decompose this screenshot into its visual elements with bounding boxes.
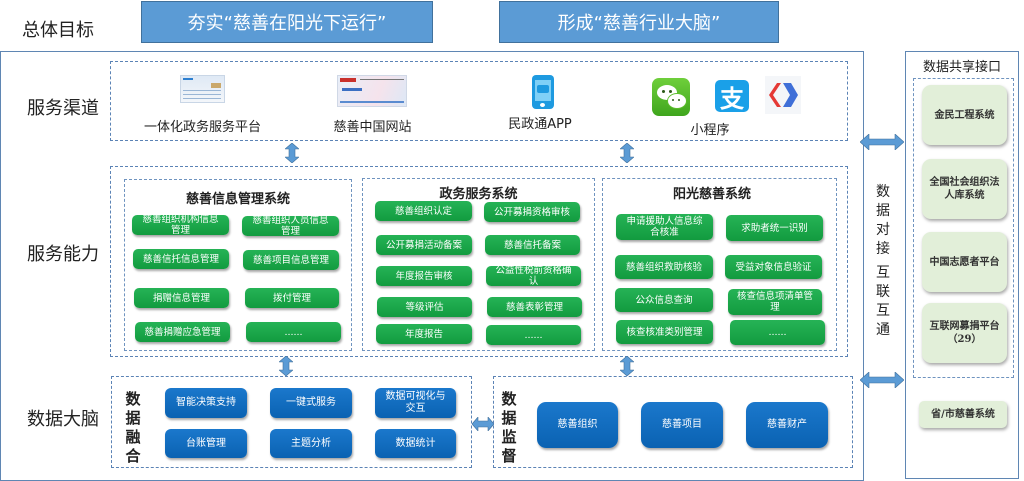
website-screenshot-icon bbox=[337, 75, 407, 107]
system-item[interactable]: 慈善组织人员信息管理 bbox=[242, 215, 339, 237]
system-item[interactable]: 慈善组织救助核验 bbox=[615, 255, 713, 279]
system-item[interactable]: 慈善表彰管理 bbox=[487, 297, 582, 317]
data-supervision-box bbox=[493, 376, 853, 468]
system-panel-sunshine-charity bbox=[602, 178, 837, 351]
system-item[interactable]: 慈善捐赠应急管理 bbox=[135, 322, 230, 342]
row-label-channels: 服务渠道 bbox=[27, 98, 99, 119]
system-panel-charity-info bbox=[124, 179, 352, 351]
mobile-app-icon bbox=[532, 75, 554, 109]
system-item[interactable]: 等级评估 bbox=[377, 297, 472, 317]
system-item[interactable]: 捐赠信息管理 bbox=[134, 288, 229, 308]
system-title: 阳光慈善系统 bbox=[672, 187, 751, 202]
data-supervision-title: 数据监督 bbox=[501, 390, 517, 465]
sharing-item[interactable]: 金民工程系统 bbox=[922, 85, 1007, 145]
system-item[interactable]: 公开募捐资格审核 bbox=[484, 202, 580, 222]
alipay-icon: 支 bbox=[715, 80, 749, 113]
supervision-item[interactable]: 慈善财产 bbox=[746, 402, 828, 448]
supervision-item[interactable]: 慈善项目 bbox=[641, 402, 723, 448]
sharing-item[interactable]: 全国社会组织法人库系统 bbox=[922, 159, 1007, 219]
goal-box-1: 夯实“慈善在阳光下运行” bbox=[141, 1, 433, 43]
system-item[interactable]: 慈善信托备案 bbox=[485, 235, 580, 255]
goal-box-2: 形成“慈善行业大脑” bbox=[499, 1, 779, 43]
sharing-title: 数据共享接口 bbox=[922, 60, 1001, 75]
system-item[interactable]: 受益对象信息验证 bbox=[725, 255, 822, 279]
double-arrow-vertical-icon bbox=[620, 356, 634, 376]
system-item[interactable]: 申请援助人信息综合核准 bbox=[616, 214, 713, 240]
system-item[interactable]: 核查核准类别管理 bbox=[616, 320, 713, 344]
header-label: 总体目标 bbox=[22, 20, 94, 41]
channel-label-app[interactable]: 民政通APP bbox=[508, 117, 572, 132]
system-item[interactable]: 拨付管理 bbox=[245, 288, 339, 308]
system-item[interactable]: 慈善项目信息管理 bbox=[243, 250, 339, 270]
sharing-item[interactable]: 互联网募捐平台（29） bbox=[922, 303, 1007, 363]
system-panel-government-service bbox=[362, 178, 595, 351]
system-item[interactable]: ...... bbox=[730, 320, 825, 345]
system-item[interactable]: 年度报告 bbox=[376, 324, 472, 344]
row-label-capability: 服务能力 bbox=[27, 244, 99, 265]
channel-label-portal[interactable]: 一体化政务服务平台 bbox=[143, 120, 261, 135]
data-fusion-title: 数据融合 bbox=[125, 390, 141, 465]
system-item[interactable]: 公开募捐活动备案 bbox=[376, 235, 472, 255]
connector-text: 数据对接 bbox=[876, 184, 890, 257]
system-item[interactable]: ...... bbox=[246, 322, 341, 342]
connector-text: 互联互通 bbox=[876, 265, 890, 338]
double-arrow-horizontal-icon bbox=[472, 417, 494, 431]
system-item[interactable]: ...... bbox=[486, 325, 581, 345]
connector-label-interconnect: 互联互通 bbox=[874, 264, 892, 340]
system-item[interactable]: 求助者统一识别 bbox=[726, 215, 823, 241]
double-arrow-vertical-icon bbox=[620, 143, 634, 163]
double-arrow-vertical-icon bbox=[279, 356, 293, 376]
fusion-item[interactable]: 主题分析 bbox=[270, 429, 352, 458]
miniapp-logo-icon bbox=[765, 76, 801, 114]
double-arrow-horizontal-icon bbox=[860, 372, 904, 388]
sharing-items-box bbox=[913, 78, 1014, 378]
channels-box bbox=[110, 61, 848, 141]
system-item[interactable]: 公众信息查询 bbox=[615, 288, 713, 312]
wechat-icon bbox=[652, 78, 690, 116]
sharing-item[interactable]: 中国志愿者平台 bbox=[922, 232, 1007, 292]
sharing-extra-item[interactable]: 省/市慈善系统 bbox=[919, 401, 1007, 428]
row-label-brain: 数据大脑 bbox=[27, 409, 99, 430]
system-item[interactable]: 公益性税前资格确认 bbox=[486, 265, 581, 287]
system-item[interactable]: 慈善组织机构信息管理 bbox=[132, 214, 229, 236]
fusion-item[interactable]: 一键式服务 bbox=[270, 388, 352, 418]
system-item[interactable]: 慈善信托信息管理 bbox=[133, 249, 229, 269]
connector-label-data-docking: 数据对接 bbox=[874, 183, 892, 259]
fusion-item[interactable]: 台账管理 bbox=[165, 429, 247, 458]
channel-label-website[interactable]: 慈善中国网站 bbox=[333, 120, 412, 135]
system-item[interactable]: 慈善组织认定 bbox=[375, 201, 472, 221]
system-item[interactable]: 核查信息项清单管理 bbox=[728, 289, 822, 315]
system-item[interactable]: 年度报告审核 bbox=[376, 266, 472, 286]
portal-screenshot-icon bbox=[180, 75, 225, 103]
fusion-item[interactable]: 数据可视化与交互 bbox=[375, 388, 456, 418]
data-fusion-box bbox=[111, 376, 472, 468]
system-title: 慈善信息管理系统 bbox=[185, 192, 290, 207]
double-arrow-vertical-icon bbox=[285, 143, 299, 163]
sharing-panel bbox=[905, 51, 1019, 479]
double-arrow-horizontal-icon bbox=[860, 134, 904, 150]
fusion-item[interactable]: 数据统计 bbox=[375, 429, 456, 458]
fusion-item[interactable]: 智能决策支持 bbox=[165, 388, 247, 418]
supervision-item[interactable]: 慈善组织 bbox=[537, 402, 618, 448]
system-title: 政务服务系统 bbox=[439, 187, 518, 202]
channel-label-miniprogram[interactable]: 小程序 bbox=[690, 123, 730, 138]
capability-box bbox=[110, 166, 848, 357]
